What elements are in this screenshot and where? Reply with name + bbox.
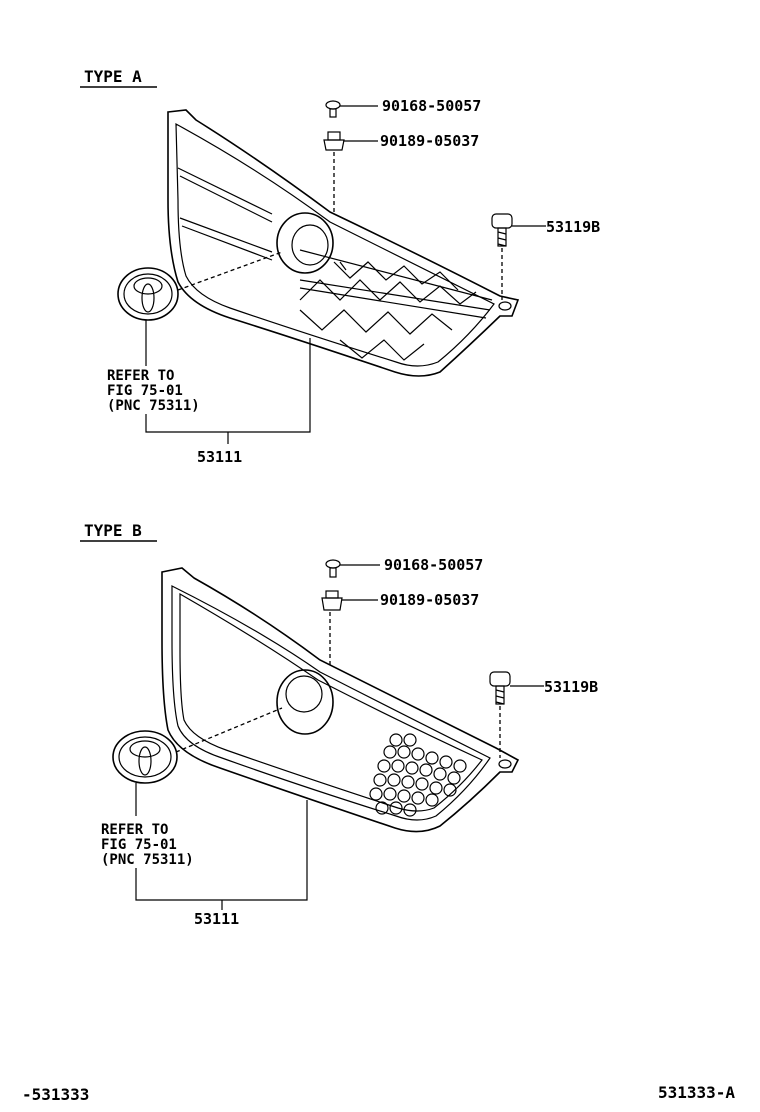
type-b-part-screw: 90168-50057 (384, 556, 483, 574)
type-a-bolt-icon (491, 213, 513, 247)
type-b-refer-line3: (PNC 75311) (101, 852, 194, 868)
type-a-clip-icon (323, 131, 345, 151)
type-b-refer-line1: REFER TO (101, 822, 168, 838)
type-a-refer-line3: (PNC 75311) (107, 398, 200, 414)
type-b-emblem-icon (112, 730, 178, 784)
type-a-part-bolt: 53119B (546, 218, 600, 236)
type-b-part-clip: 90189-05037 (380, 591, 479, 609)
type-b-clip-icon (321, 590, 343, 611)
type-b-section: TYPE B (80, 521, 598, 928)
type-a-emblem-icon (117, 267, 179, 321)
type-a-refer-line1: REFER TO (107, 368, 174, 384)
type-a-part-clip: 90189-05037 (380, 132, 479, 150)
type-a-grille (167, 109, 520, 377)
type-b-title: TYPE B (84, 521, 142, 540)
type-b-screw-icon (325, 559, 341, 578)
type-a-part-grille: 53111 (197, 448, 242, 466)
type-b-bolt-icon (489, 671, 511, 705)
type-b-part-bolt: 53119B (544, 678, 598, 696)
type-b-refer-line2: FIG 75-01 (101, 837, 177, 853)
footer-right-code: 531333-A (658, 1083, 735, 1102)
type-a-screw-icon (325, 100, 341, 118)
footer-left-code: -531333 (22, 1085, 89, 1104)
type-a-refer-line2: FIG 75-01 (107, 383, 183, 399)
type-b-part-grille: 53111 (194, 910, 239, 928)
type-a-title: TYPE A (84, 67, 142, 86)
type-a-part-screw: 90168-50057 (382, 97, 481, 115)
type-a-section: TYPE A (80, 67, 600, 466)
type-b-grille (161, 567, 520, 833)
